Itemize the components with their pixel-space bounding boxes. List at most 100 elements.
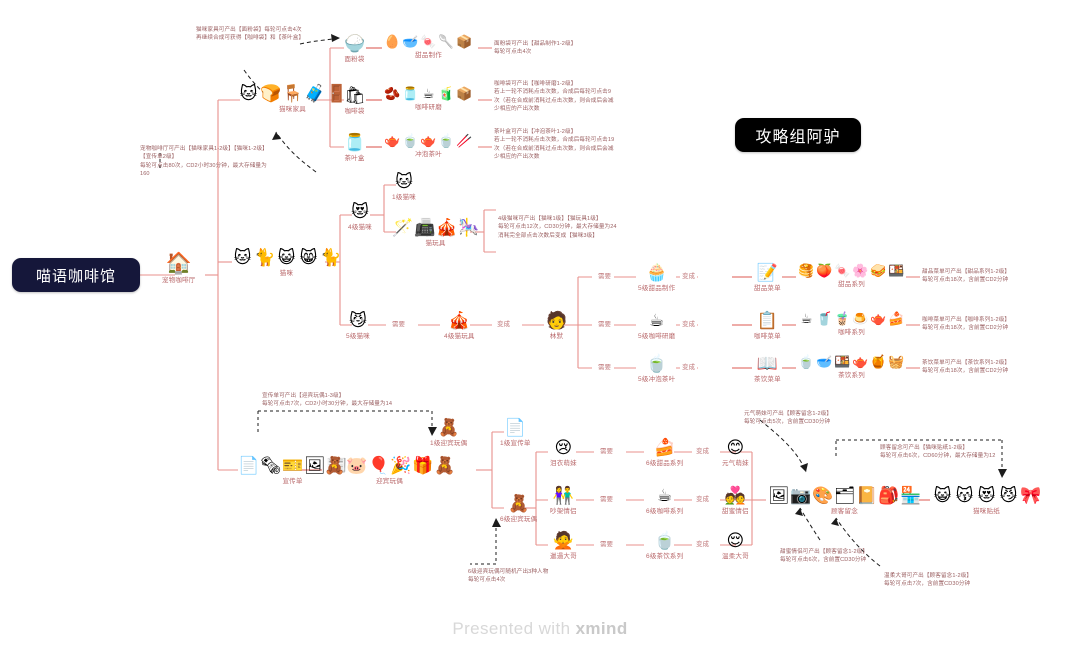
root-node[interactable]: 喵语咖啡馆: [12, 258, 140, 292]
teapot-icon: 🫖: [420, 134, 437, 149]
espresso-icon: ☕: [800, 312, 813, 327]
node-cat-toy-lv4[interactable]: 🎪 4级猫玩具: [444, 311, 475, 341]
icons-cat-toys: 🪄 📠 🎪 🎠: [392, 218, 479, 239]
tea-machine-icon: 🍵: [646, 354, 668, 374]
node-doll-lv6[interactable]: 🧸 6级迎宾玩偶: [500, 494, 537, 524]
node-dessert-making[interactable]: 🥚 🥣 🍬 🥄 📦 甜品制作: [384, 34, 473, 60]
node-linmo[interactable]: 🧑 林默: [546, 311, 567, 341]
node-welcome-dolls[interactable]: 🧸 🐷 🎈 🎉 🎁 🧸 迎宾玩偶: [324, 456, 455, 486]
icons-dessert-menu: 📝: [757, 263, 778, 284]
node-coffee-series-lv6[interactable]: ☕ 6级咖啡系列: [646, 486, 683, 516]
peach-cake-icon: 🍑: [816, 264, 833, 279]
node-tea-brewing[interactable]: 🫖 🍵 🫖 🍵 🥢 冲泡茶叶: [384, 133, 473, 159]
sweet-couple-icon: 💑: [724, 486, 747, 506]
node-doll-lv1[interactable]: 🧸 1级迎宾玩偶: [430, 418, 467, 448]
conn-becomes-couple: 变成: [694, 496, 711, 504]
note-tea-box: 茶叶盒可产出【冲泡茶叶1-2级】 若上一轮不消耗点击次数，合成后每轮可点击19 …: [494, 129, 615, 161]
node-cat-lv4[interactable]: 😻 4级猫咪: [348, 202, 372, 232]
conn-becomes-girl: 变成: [694, 448, 711, 456]
node-flyers[interactable]: 📄 🗞 🎫 🖼 📰 宣传单: [238, 456, 347, 486]
icons-cat-stickers: 😺 😽 😻 😼 🎀: [932, 486, 1042, 507]
conn-need-girl: 需要: [598, 448, 615, 456]
note-gentle-guy: 温柔大哥可产出【顾客留念1-2级】 每轮可点击7次，含前置CD30分钟: [884, 573, 973, 588]
coffee-machine-icon: ☕: [649, 311, 665, 331]
node-tea-brew-lv5[interactable]: 🍵 5级冲泡茶叶: [638, 354, 675, 384]
node-cats[interactable]: 🐱 🐈 😺 😸 🐈 猫咪: [232, 248, 342, 278]
note-coffee-menu: 咖啡菜单可产出【咖啡系列1-2级】 每轮可点击18次，含前置CD2分钟: [922, 317, 1011, 332]
tea-set-icon: 🍱: [834, 355, 851, 370]
label-cat-lv4: 4级猫咪: [348, 224, 372, 231]
iced-coffee-icon: 🥤: [816, 312, 833, 327]
label-doll-lv1: 1级迎宾玩偶: [430, 440, 468, 447]
xmind-watermark: Presented with xmind: [0, 619, 1080, 639]
sticker-2-icon: 😽: [955, 486, 974, 506]
cream-coffee-icon: 🍮: [852, 312, 869, 327]
conn-need-guy: 需要: [598, 541, 615, 549]
author-badge[interactable]: 攻略组阿驴: [735, 118, 861, 152]
label-coffee-series-lv6: 6级咖啡系列: [646, 508, 684, 515]
node-dessert-make-lv5[interactable]: 🧁 5级甜品制作: [638, 263, 675, 293]
label-cat-toys: 猫玩具: [425, 240, 446, 247]
label-dessert-series: 甜品系列: [838, 281, 865, 288]
node-tea-menu[interactable]: 📖 茶饮菜单: [754, 354, 781, 384]
label-flyer-lv1: 1级宣传单: [500, 440, 531, 447]
node-cat-lv5[interactable]: 😼 5级猫咪: [346, 311, 370, 341]
bowl-icon: 🥣: [402, 35, 419, 50]
wand-toy-icon: 🪄: [392, 218, 414, 238]
node-sweet-couple[interactable]: 💑 甜蜜情侣: [722, 486, 749, 516]
node-coffee-menu[interactable]: 📋 咖啡菜单: [754, 311, 781, 341]
node-cat-furniture[interactable]: 🐱 🍞 🪑 🧳 🚪 猫咪家具: [238, 84, 348, 114]
node-tea-box[interactable]: 🫙 茶叶盒: [344, 133, 365, 163]
node-coffee-grind-lv5[interactable]: ☕ 5级咖啡研磨: [638, 311, 675, 341]
conn-need-coffee: 需要: [596, 321, 613, 329]
cake-1-icon: 🥞: [798, 264, 815, 279]
node-dessert-series-lv6[interactable]: 🍰 6级甜品系列: [646, 438, 683, 468]
icons-coffee-series: ☕ 🥤 🧋 🍮 🫖 🍰: [798, 311, 905, 328]
doll-5-icon: 🎁: [412, 456, 434, 476]
node-flyer-lv1[interactable]: 📄 1级宣传单: [500, 418, 531, 448]
linmo-icon: 🧑: [546, 311, 568, 331]
tea-glass-icon: 🥢: [456, 134, 473, 149]
node-cat-lv1[interactable]: 🐱 1级猫咪: [392, 172, 416, 202]
cat-lv5-icon: 😼: [349, 311, 367, 331]
icons-dessert-making: 🥚 🥣 🍬 🥄 📦: [384, 34, 473, 51]
label-sweet-couple: 甜蜜情侣: [722, 508, 749, 515]
node-coffee-bag[interactable]: 🛍 咖啡袋: [344, 86, 366, 116]
node-gentle-guy[interactable]: 😌 温柔大哥: [722, 531, 749, 561]
node-tea-series-lv6[interactable]: 🍵 6级茶饮系列: [646, 531, 683, 561]
cat-box-icon: 😺: [277, 248, 296, 268]
node-fighting-couple[interactable]: 👫 吵架情侣: [550, 486, 577, 516]
cat-lv1-icon: 🐱: [395, 172, 413, 192]
label-gentle-guy: 温柔大哥: [722, 553, 749, 560]
node-dessert-menu[interactable]: 📝 甜品菜单: [754, 263, 781, 293]
note-cat-furniture: 猫咪家具可产出【面粉袋】每轮可点击4次 再继续合成可获得【咖啡袋】和【茶叶盒】: [196, 27, 305, 42]
cat-grey-icon: 😸: [299, 248, 318, 268]
sticker-5-icon: 🎀: [1020, 486, 1042, 506]
teacup-blue-icon: 🍵: [402, 134, 419, 149]
node-pet-cafe[interactable]: 🏠 宠物咖啡厅: [162, 250, 196, 285]
sweet-icon: 🍬: [834, 264, 851, 279]
label-happy-girl: 元气萌妹: [722, 460, 749, 467]
label-crying-girl: 泪衣萌妹: [550, 460, 577, 467]
icons-sweet-couple: 💑: [725, 486, 746, 507]
node-customer-keepsake[interactable]: 🖼 📷 🎨 🗂 📔 🎒 🏪 顾客留念: [768, 486, 921, 516]
label-cat-toy-lv4: 4级猫玩具: [444, 333, 475, 340]
node-tea-series[interactable]: 🍵 🥣 🍱 🫖 🍯 🧺 茶饮系列: [798, 354, 905, 380]
node-coffee-series[interactable]: ☕ 🥤 🧋 🍮 🫖 🍰 咖啡系列: [798, 311, 905, 337]
coffee-menu-icon: 📋: [756, 311, 779, 331]
conn-becomes-dessert: 变成: [680, 273, 697, 281]
node-cat-stickers[interactable]: 😺 😽 😻 😼 🎀 猫咪贴纸: [932, 486, 1042, 516]
node-flour-bag[interactable]: 🍚 面粉袋: [344, 34, 365, 64]
node-coffee-grind[interactable]: 🫘 🫙 ☕ 🧃 📦 咖啡研磨: [384, 86, 473, 112]
jar-icon: 🫙: [402, 87, 419, 102]
node-dessert-series[interactable]: 🥞 🍑 🍬 🌸 🥪 🍱 甜品系列: [798, 263, 905, 289]
sticker-3-icon: 😻: [977, 486, 996, 506]
flower-cake-icon: 🌸: [852, 264, 869, 279]
node-messy-guy[interactable]: 🙅 邋遢大哥: [550, 531, 577, 561]
note-dessert-menu: 甜品菜单可产出【甜品系列1-2级】 每轮可点击18次，含前置CD2分钟: [922, 269, 1011, 284]
bento-dessert-icon: 🍱: [888, 264, 905, 279]
node-happy-girl[interactable]: 😊 元气萌妹: [722, 438, 749, 468]
dessert-menu-icon: 📝: [756, 263, 779, 283]
node-crying-girl[interactable]: 😢 泪衣萌妹: [550, 438, 577, 468]
node-cat-toys[interactable]: 🪄 📠 🎪 🎠 猫玩具: [392, 218, 479, 248]
